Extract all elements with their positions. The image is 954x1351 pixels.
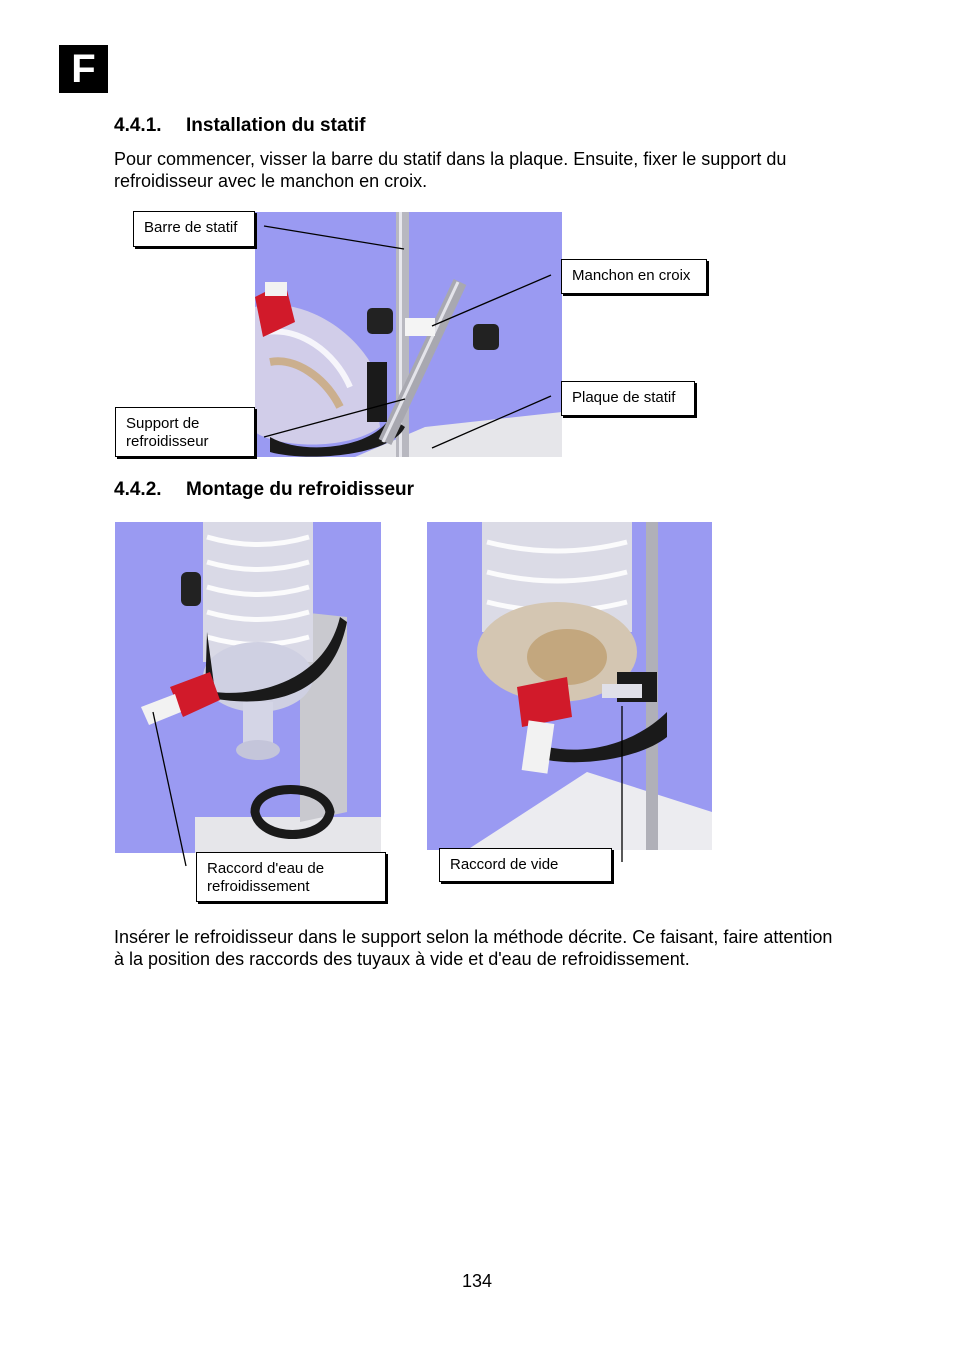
callout-cooling-water-label: Raccord d'eau de refroidissement	[207, 860, 325, 895]
callout-cross-sleeve-label: Manchon en croix	[572, 267, 691, 284]
callout-cooling-water-fitting: Raccord d'eau de refroidissement	[196, 852, 386, 902]
intro-paragraph: Pour commencer, visser la barre du stati…	[114, 149, 787, 191]
page-number: 134	[461, 1271, 493, 1291]
callout-stand-rod-label: Barre de statif	[144, 219, 238, 236]
section-title: Installation du statif	[186, 115, 366, 136]
callout-stand-rod: Barre de statif	[133, 211, 255, 247]
section-heading-installation: 4.4.1. Installation du statif	[114, 115, 365, 137]
language-tab: F	[59, 45, 108, 93]
stand-photo-illustration	[255, 212, 562, 457]
callout-condenser-support: Support de refroidisseur	[115, 407, 255, 457]
callout-vacuum-label: Raccord de vide	[450, 856, 559, 873]
vacuum-fitting-photo	[427, 522, 712, 850]
cooling-water-illustration	[115, 522, 381, 853]
callout-vacuum-fitting: Raccord de vide	[439, 848, 612, 882]
montage-paragraph: Insérer le refroidisseur dans le support…	[114, 927, 833, 969]
cooling-water-photo	[115, 522, 381, 853]
callout-cross-sleeve: Manchon en croix	[561, 259, 707, 294]
section-title: Montage du refroidisseur	[186, 479, 415, 500]
section-number: 4.4.2.	[114, 479, 162, 500]
section-heading-montage: 4.4.2. Montage du refroidisseur	[114, 479, 414, 501]
callout-stand-plate-label: Plaque de statif	[572, 389, 676, 406]
stand-installation-photo	[255, 212, 562, 457]
section-number: 4.4.1.	[114, 115, 162, 136]
callout-stand-plate: Plaque de statif	[561, 381, 695, 416]
vacuum-fitting-illustration	[427, 522, 712, 850]
callout-condenser-support-label: Support de refroidisseur	[126, 415, 209, 450]
